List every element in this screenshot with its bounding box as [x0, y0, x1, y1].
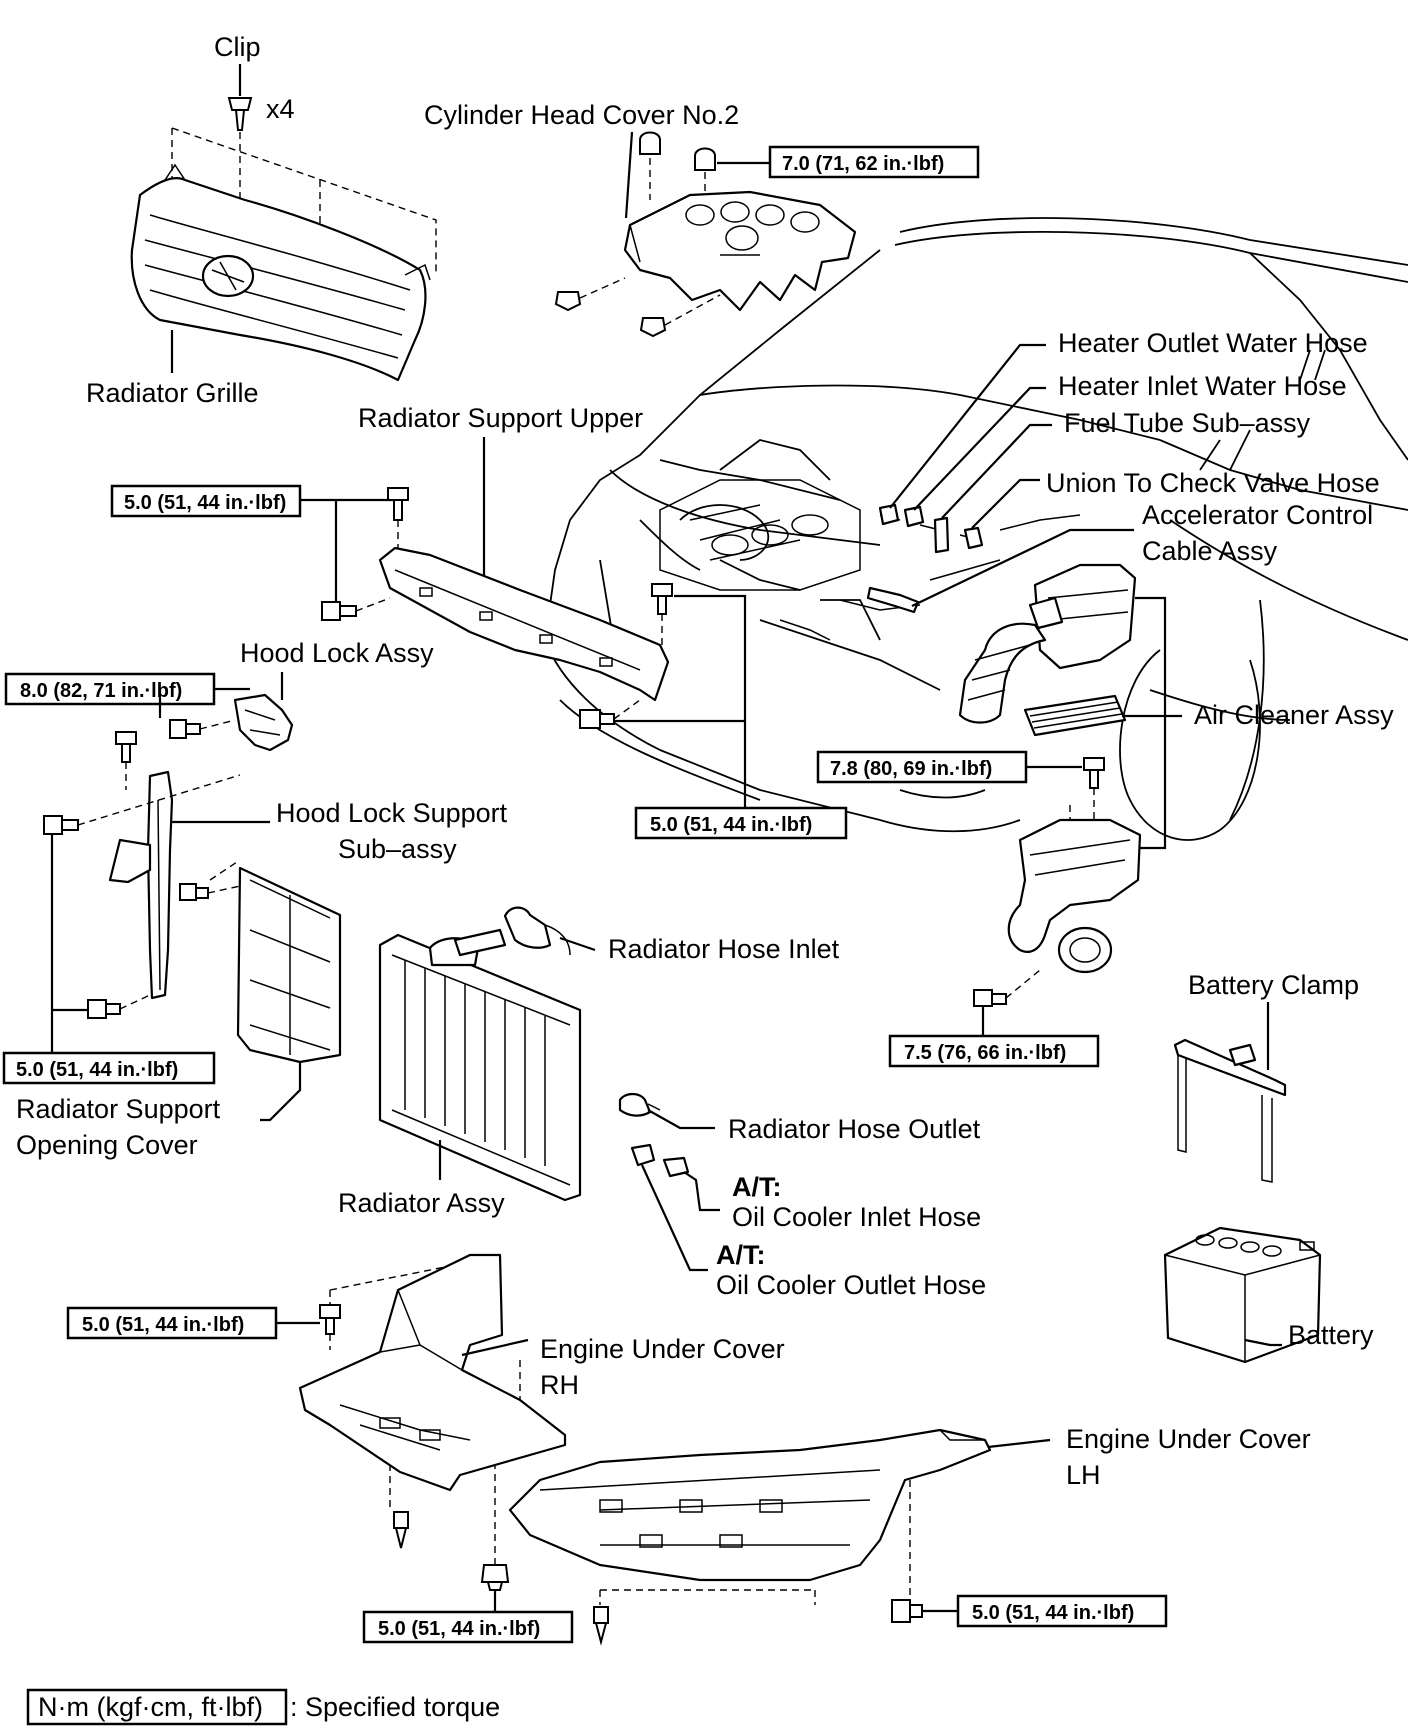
- air-intake-hose: [958, 622, 1047, 724]
- hose-fittings: [866, 503, 984, 614]
- bolt-icon: [43, 815, 79, 835]
- torque-value-under-cover-center: 5.0 (51, 44 in.·lbf): [378, 1618, 540, 1640]
- torque-box-support-upper-left: [110, 484, 302, 518]
- nut-icon: [694, 147, 716, 171]
- clip-label: Clip: [214, 32, 261, 62]
- torque-value-support-upper-left: 5.0 (51, 44 in.·lbf): [124, 492, 286, 514]
- bolt-icon: [169, 719, 201, 739]
- torque-box-under-cover-center: [362, 1610, 574, 1644]
- vehicle-front-outline: [544, 217, 1408, 841]
- engine-under-rh-label-2: RH: [540, 1370, 579, 1400]
- torque-value-under-cover-lh: 5.0 (51, 44 in.·lbf): [972, 1602, 1134, 1624]
- nut-icon: [639, 131, 661, 155]
- bolt-icon: [321, 601, 357, 621]
- hood-lock-assy: [233, 693, 294, 752]
- engine-under-cover-rh: [298, 1253, 567, 1492]
- torque-value-support-upper-right: 5.0 (51, 44 in.·lbf): [650, 814, 812, 836]
- torque-box-cylinder-head: [768, 145, 980, 179]
- radiator-hose-inlet-label: Radiator Hose Inlet: [608, 934, 840, 964]
- hood-lock-support-label-1: Hood Lock Support: [276, 798, 508, 828]
- nut-icon: [554, 291, 582, 312]
- bolt-icon: [579, 709, 615, 729]
- radiator-hose-outlet-label: Radiator Hose Outlet: [728, 1114, 981, 1144]
- union-check-valve-label: Union To Check Valve Hose: [1046, 468, 1380, 498]
- air-cleaner-cover: [1028, 563, 1137, 670]
- radiator-grille: [130, 163, 431, 382]
- radiator-support-opening-label-1: Radiator Support: [16, 1094, 221, 1124]
- legend-unit-text: N·m (kgf·cm, ft·lbf): [38, 1692, 263, 1722]
- torque-value-hood-lock: 8.0 (82, 71 in.·lbf): [20, 680, 182, 702]
- air-cleaner-label: Air Cleaner Assy: [1194, 700, 1394, 730]
- radiator-grille-label: Radiator Grille: [86, 378, 259, 408]
- bolt-icon: [319, 1304, 341, 1335]
- radiator-support-opening-label-2: Opening Cover: [16, 1130, 198, 1160]
- bolt-icon: [651, 583, 673, 615]
- hood-lock-support-label-2: Sub–assy: [338, 834, 457, 864]
- bolt-icon: [393, 1511, 409, 1549]
- battery-clamp: [1173, 1038, 1287, 1183]
- engine-under-lh-label-1: Engine Under Cover: [1066, 1424, 1311, 1454]
- torque-box-hood-lock-support: [2, 1051, 216, 1085]
- battery-label: Battery: [1288, 1320, 1374, 1350]
- torque-value-under-cover-rh-top: 5.0 (51, 44 in.·lbf): [82, 1314, 244, 1336]
- bolt-icon: [891, 1599, 923, 1623]
- engine-bay-detail: [659, 479, 1081, 641]
- torque-value-hood-lock-support: 5.0 (51, 44 in.·lbf): [16, 1059, 178, 1081]
- air-cleaner-element: [1023, 694, 1127, 737]
- clip-quantity: x4: [266, 94, 295, 124]
- bolt-icon: [87, 999, 121, 1019]
- engine-under-cover-lh: [508, 1428, 992, 1582]
- clip-icon: [227, 97, 253, 131]
- radiator-hose-inlet-icon: [503, 906, 571, 956]
- fuel-tube-label: Fuel Tube Sub–assy: [1064, 408, 1311, 438]
- air-cleaner-case: [1007, 818, 1142, 974]
- bolt-icon: [973, 989, 1007, 1007]
- torque-box-support-upper-right: [634, 806, 848, 840]
- engine-under-rh-label-1: Engine Under Cover: [540, 1334, 785, 1364]
- battery: [1163, 1226, 1322, 1364]
- hood-lock-support-sub-assy: [108, 770, 174, 1000]
- heater-inlet-hose-label: Heater Inlet Water Hose: [1058, 371, 1347, 401]
- bolt-icon: [179, 883, 209, 901]
- torque-box-hood-lock: [4, 672, 216, 706]
- torque-box-air-cleaner-upper: [816, 750, 1028, 784]
- nut-icon: [480, 1564, 510, 1591]
- cylinder-head-cover: [623, 190, 857, 312]
- radiator-support-upper-label: Radiator Support Upper: [358, 403, 643, 433]
- radiator-support-upper: [378, 546, 670, 702]
- at-label-outlet: A/T:: [716, 1240, 766, 1270]
- radiator-support-opening-cover: [236, 866, 342, 1064]
- torque-value-air-cleaner-upper: 7.8 (80, 69 in.·lbf): [830, 758, 992, 780]
- bolt-icon: [593, 1606, 609, 1646]
- bolt-icon: [1083, 757, 1105, 789]
- torque-box-under-cover-lh: [956, 1594, 1168, 1628]
- accelerator-label-1: Accelerator Control: [1142, 500, 1373, 530]
- oil-cooler-outlet-label: Oil Cooler Outlet Hose: [716, 1270, 986, 1300]
- bolt-icon: [115, 731, 137, 763]
- radiator-assy-label: Radiator Assy: [338, 1188, 505, 1218]
- battery-clamp-label: Battery Clamp: [1188, 970, 1359, 1000]
- oil-cooler-hose-icon: [630, 1143, 690, 1178]
- cylinder-head-cover-label: Cylinder Head Cover No.2: [424, 100, 739, 130]
- legend-unit-box: [26, 1688, 288, 1726]
- legend-description: : Specified torque: [290, 1692, 500, 1722]
- torque-value-air-cleaner-lower: 7.5 (76, 66 in.·lbf): [904, 1042, 1066, 1064]
- at-label-inlet: A/T:: [732, 1172, 782, 1202]
- radiator-assy: [378, 928, 582, 1202]
- engine-under-lh-label-2: LH: [1066, 1460, 1101, 1490]
- accelerator-label-2: Cable Assy: [1142, 536, 1278, 566]
- hood-lock-assy-label: Hood Lock Assy: [240, 638, 434, 668]
- torque-value-cylinder-head: 7.0 (71, 62 in.·lbf): [782, 153, 944, 175]
- heater-outlet-hose-label: Heater Outlet Water Hose: [1058, 328, 1368, 358]
- bolt-icon: [387, 487, 409, 521]
- oil-cooler-inlet-label: Oil Cooler Inlet Hose: [732, 1202, 981, 1232]
- torque-box-air-cleaner-lower: [888, 1034, 1100, 1068]
- nut-icon: [639, 317, 667, 338]
